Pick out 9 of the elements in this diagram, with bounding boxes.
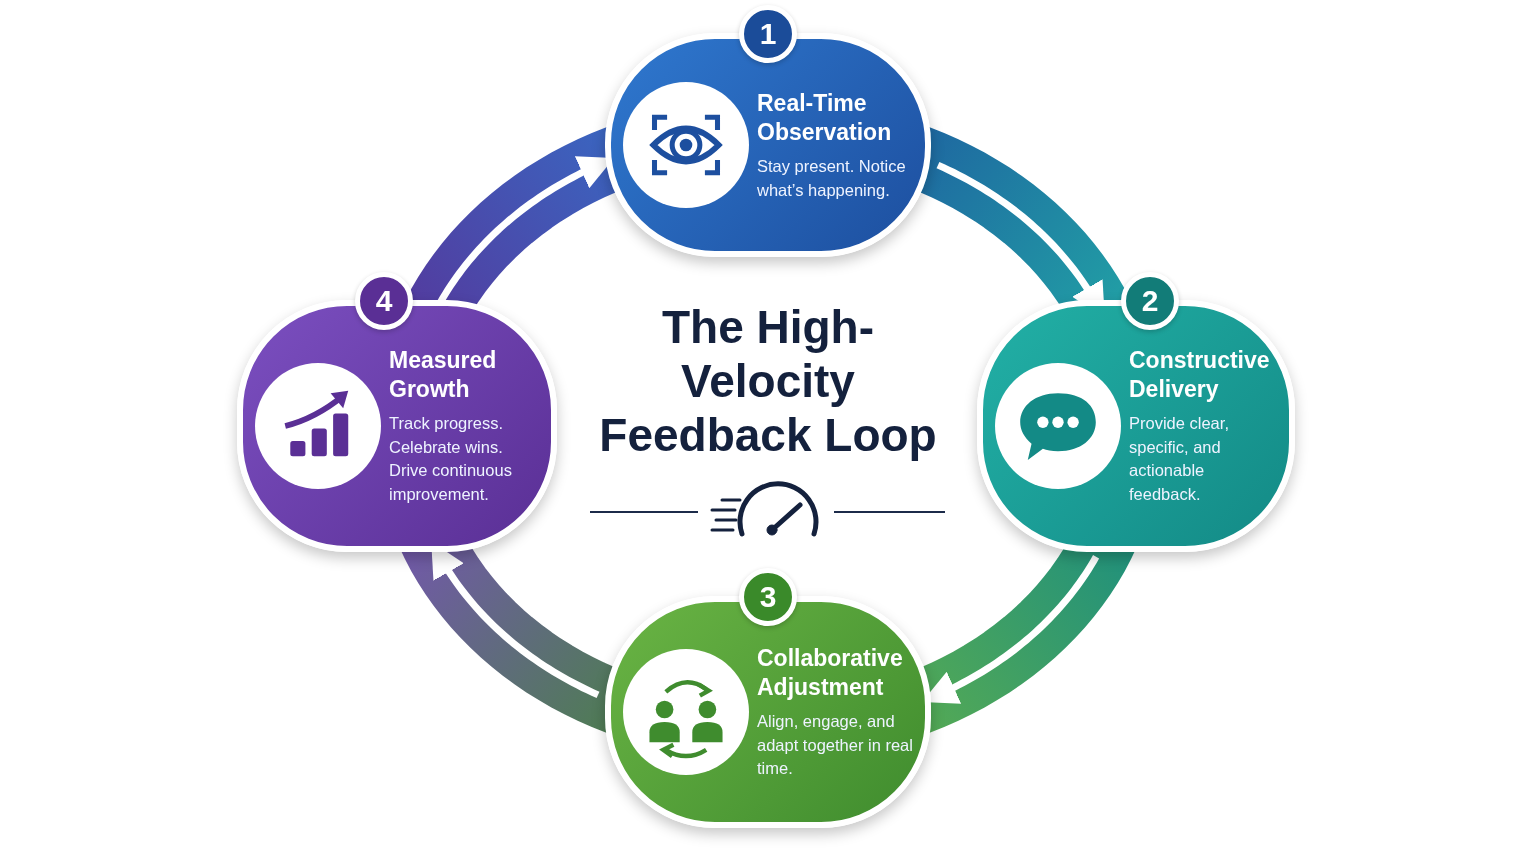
step-description: Provide clear, specific, and actionable feedback. <box>1129 413 1230 505</box>
step-description: Align, engage, and adapt together in real time. <box>757 710 914 779</box>
diagram-title: The High-Velocity Feedback Loop <box>598 300 938 462</box>
step-description: Track progress. Celebrate wins. Drive continuous improvement. <box>389 413 513 505</box>
step-heading: Real-Time Observation <box>757 88 893 147</box>
step-heading: Collaborative Adjustment <box>757 643 904 702</box>
step-heading: Constructive Delivery <box>1129 346 1271 404</box>
step-description: Stay present. Notice what’s happening. <box>757 155 907 201</box>
step-heading: Measured Growth <box>389 346 498 404</box>
